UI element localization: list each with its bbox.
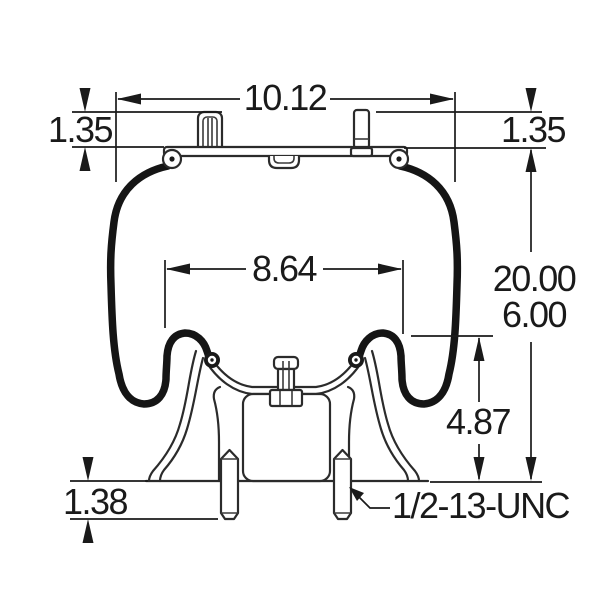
- dim-left-plate-offset: 1.35: [48, 88, 222, 171]
- piston-right-leg-outer: [370, 349, 421, 483]
- bellows-left-wall: [106, 162, 213, 408]
- piston-assembly: [144, 349, 430, 483]
- dimensions: 10.12 1.35 1.35 20.00 6.00: [48, 77, 577, 543]
- arrow-up-icon: [79, 147, 91, 171]
- piston-right-leg-edge: [346, 385, 356, 483]
- dim-bead-plate-width: 8.64: [164, 248, 404, 334]
- left-plate-curl: [161, 148, 183, 170]
- right-lower-bead: [348, 352, 364, 368]
- plate-center-tab-inner: [273, 156, 295, 164]
- arrow-down-icon: [525, 457, 537, 481]
- arrow-up-icon: [473, 337, 485, 361]
- dim-overall-height: 20.00 6.00: [493, 148, 577, 481]
- dim-design-height-label: 6.00: [502, 294, 567, 335]
- top-plate-assembly: [161, 108, 410, 170]
- right-curl-dot: [396, 156, 402, 162]
- mounting-studs: [219, 448, 353, 521]
- arrow-right-icon: [430, 93, 454, 105]
- dim-right-plate-offset: 1.35: [376, 88, 567, 150]
- arrow-down-icon: [79, 88, 91, 112]
- left-bead-center: [210, 358, 214, 362]
- arrow-left-icon: [166, 263, 190, 275]
- plate-center-tab: [267, 156, 301, 170]
- bellows-right-wall: [355, 162, 462, 408]
- left-lower-bead: [204, 352, 220, 368]
- arrow-up-icon: [82, 519, 94, 543]
- stud-thread-label: 1/2-13-UNC: [392, 485, 570, 526]
- dim-bead-plate-width-label: 8.64: [252, 248, 317, 289]
- bellows: [106, 162, 462, 408]
- bolt-waist: [276, 367, 296, 392]
- arrow-down-icon: [525, 88, 537, 112]
- piston-left-leg-outer: [147, 349, 198, 483]
- arrow-down-icon: [473, 457, 485, 481]
- leader-arrow-icon: [349, 487, 364, 501]
- left-mounting-stud: [219, 448, 240, 521]
- bolt-top-flange: [272, 355, 300, 371]
- arrow-right-icon: [378, 263, 402, 275]
- dim-stud-projection: 1.38: [63, 457, 218, 543]
- callout-stud-thread: 1/2-13-UNC: [349, 485, 571, 526]
- dim-extended-height-label: 20.00: [493, 258, 576, 299]
- top-stud-flange: [349, 146, 374, 158]
- dim-piston-height-label: 4.87: [446, 401, 511, 442]
- dim-right-plate-offset-label: 1.35: [501, 109, 566, 150]
- arrow-down-icon: [82, 457, 94, 481]
- piston-left-leg-inner: [158, 356, 205, 483]
- dim-piston-height: 4.87: [411, 335, 542, 483]
- dim-left-plate-offset-label: 1.35: [48, 109, 113, 150]
- arrow-left-icon: [117, 93, 141, 105]
- center-bolt-bracket: [268, 355, 304, 408]
- left-curl-dot: [169, 156, 175, 162]
- bolt-nut: [268, 388, 304, 408]
- piston-left-leg-edge: [212, 385, 222, 483]
- piston-right-leg-inner: [363, 356, 410, 483]
- dim-top-width: 10.12: [115, 77, 456, 182]
- right-mounting-stud: [332, 448, 353, 521]
- dim-top-width-label: 10.12: [244, 77, 327, 118]
- top-mounting-stud: [352, 108, 371, 150]
- right-plate-curl: [388, 148, 410, 170]
- dim-stud-projection-label: 1.38: [63, 481, 128, 522]
- right-bead-center: [354, 358, 358, 362]
